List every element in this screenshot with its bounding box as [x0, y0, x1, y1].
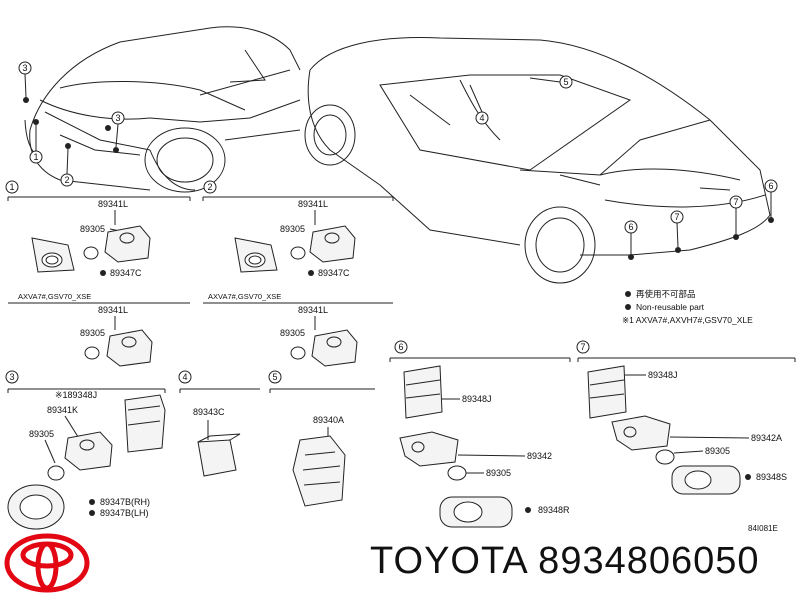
part-number: 89305 [80, 328, 105, 338]
section-number: 6 [398, 342, 403, 352]
rear-car-illustration [304, 37, 771, 284]
part-number: 89342A [751, 433, 782, 443]
front-callout-label: 3 [115, 113, 120, 123]
part-number: 89305 [29, 429, 54, 439]
part-number: 89348R [538, 505, 570, 515]
section-number: 1 [9, 182, 14, 192]
legend-text: Non-reusable part [636, 302, 705, 312]
section-3: 3 ※189348J 89341K 89305 89347B(RH) 89347… [5, 370, 166, 530]
rear-callout-label: 5 [563, 77, 568, 87]
rear-callout-label: 7 [674, 212, 679, 222]
part-number: 89348J [648, 370, 678, 380]
part-number: 89343C [193, 407, 225, 417]
front-callout-label: 2 [64, 175, 69, 185]
part-number: 89341L [298, 305, 328, 315]
part-number: 89347C [318, 268, 350, 278]
rear-callout-label: 6 [768, 181, 773, 191]
rear-callout-label: 4 [479, 113, 484, 123]
front-callouts: 3 1 3 2 [18, 61, 125, 187]
part-number: 89305 [80, 224, 105, 234]
section-6: 6 89348J 89342 89305 89348R [389, 340, 571, 528]
diagram-code: 84I081E [748, 524, 778, 533]
part-number: 89348J [462, 394, 492, 404]
toyota-logo-icon [4, 533, 90, 593]
part-number: 89348S [756, 472, 787, 482]
part-number: 89347B(RH) [100, 497, 150, 507]
section-4: 4 89343C [178, 370, 260, 477]
front-car-illustration [24, 26, 301, 193]
section-number: 5 [272, 372, 277, 382]
section-number: 3 [9, 372, 14, 382]
section-5: 5 89340A [268, 370, 375, 507]
part-number: 89340A [313, 415, 344, 425]
section-number: 4 [182, 372, 187, 382]
model-note: AXVA7#,GSV70_XSE [18, 292, 91, 301]
section-7: 7 89348J 89342A 89305 89348S [576, 340, 796, 495]
part-number: 89341L [98, 305, 128, 315]
section-number: 2 [207, 182, 212, 192]
part-number: 89305 [280, 328, 305, 338]
part-number: 89347B(LH) [100, 508, 149, 518]
model-note: AXVA7#,GSV70_XSE [208, 292, 281, 301]
brand-part-number: TOYOTA 8934806050 [370, 540, 760, 582]
rear-callout-label: 7 [733, 197, 738, 207]
part-number: ※189348J [55, 390, 97, 400]
part-number: 89305 [705, 446, 730, 456]
legend: 再使用不可部品 Non-reusable part ※1 AXVA7#,AXVH… [622, 289, 753, 325]
part-number: 89341K [47, 405, 78, 415]
section-1: 1 89341L 89305 89347C AXVA7#,GSV70_XSE 8… [5, 180, 191, 367]
part-number: 89305 [486, 468, 511, 478]
legend-text: 再使用不可部品 [636, 289, 696, 299]
rear-callouts: 4 5 6 7 7 6 [469, 75, 778, 260]
part-number: 89342 [527, 451, 552, 461]
legend-text: ※1 AXVA7#,AXVH7#,GSV70_XLE [622, 315, 753, 325]
rear-callout-label: 6 [628, 222, 633, 232]
section-number: 7 [580, 342, 585, 352]
part-number: 89341L [98, 199, 128, 209]
section-2: 2 89341L 89305 89347C AXVA7#,GSV70_XSE 8… [202, 180, 394, 367]
front-callout-label: 1 [33, 152, 38, 162]
front-callout-label: 3 [22, 63, 27, 73]
part-number: 89341L [298, 199, 328, 209]
part-number: 89305 [280, 224, 305, 234]
part-number: 89347C [110, 268, 142, 278]
